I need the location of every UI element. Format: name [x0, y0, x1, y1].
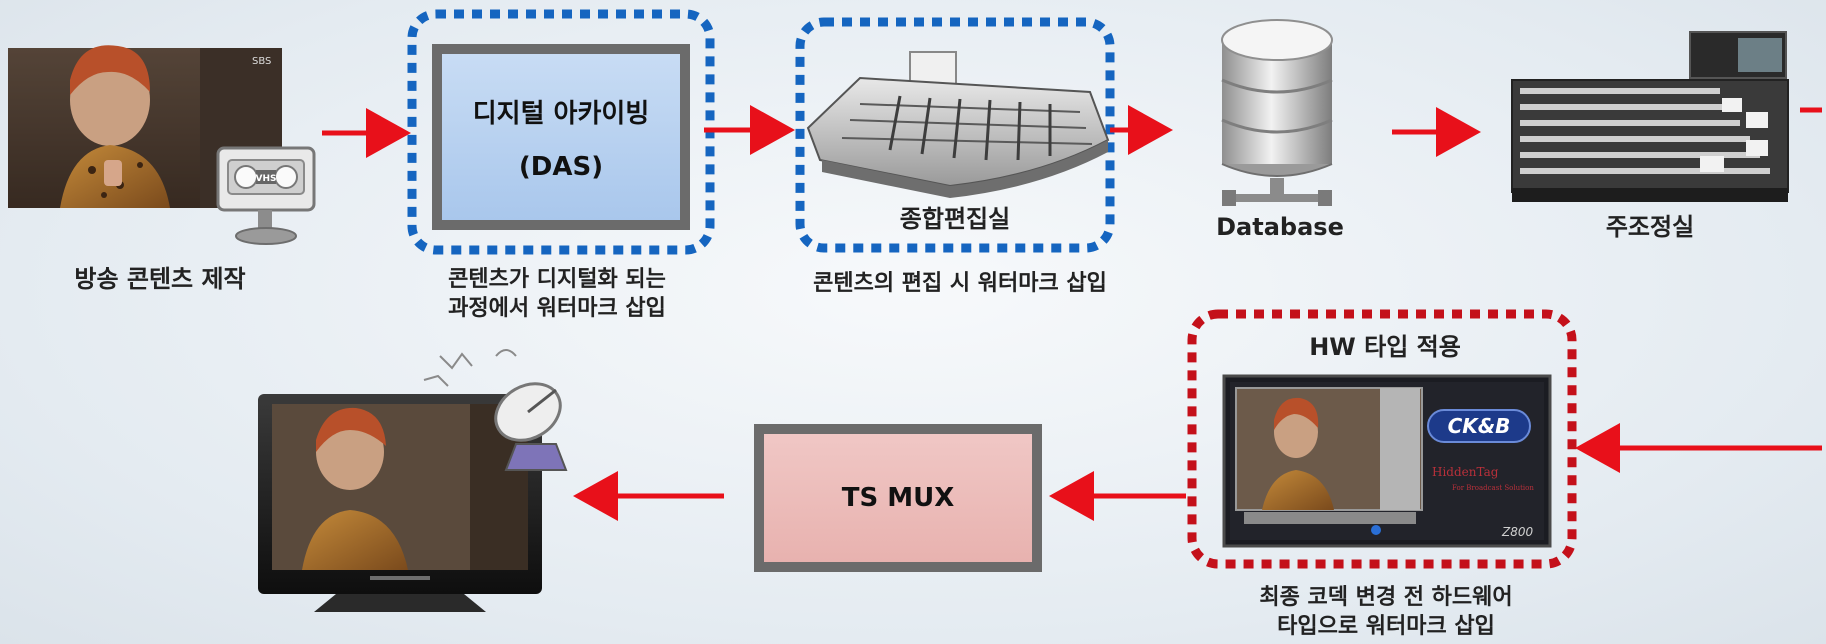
sbs-logo-text: SBS	[252, 56, 271, 67]
hiddentag-text: HiddenTag	[1432, 465, 1499, 479]
database-label: Database	[1216, 213, 1344, 241]
hw-caption-line2: 타입으로 워터마크 삽입	[1277, 613, 1495, 639]
broadcast-content-image: SBS	[8, 45, 282, 208]
das-caption-line1: 콘텐츠가 디지털화 되는	[448, 267, 666, 292]
editing-caption: 콘텐츠의 편집 시 워터마크 삽입	[813, 271, 1107, 296]
master-control-label: 주조정실	[1605, 213, 1695, 241]
das-caption: 콘텐츠가 디지털화 되는 과정에서 워터마크 삽입	[392, 266, 722, 323]
hw-caption: 최종 코덱 변경 전 하드웨어 타입으로 워터마크 삽입	[1196, 584, 1576, 641]
ts-mux-label: TS MUX	[841, 483, 955, 513]
satellite-dish-icon	[423, 349, 568, 471]
das-caption-line2: 과정에서 워터마크 삽입	[448, 295, 666, 321]
mixing-console-icon	[806, 51, 1110, 198]
das-title-line1: 디지털 아카이빙	[472, 98, 650, 129]
das-box: 디지털 아카이빙 (DAS)	[432, 44, 690, 230]
hiddentag-sub-text: For Broadcast Solution	[1452, 484, 1534, 492]
vhs-tape-icon: VHS	[216, 146, 316, 245]
tv-monitor-icon	[258, 394, 542, 612]
hw-caption-line1: 최종 코덱 변경 전 하드웨어	[1259, 585, 1513, 610]
hiddentag-hardware-device: CK&B HiddenTag For Broadcast Solution Z8…	[1222, 374, 1552, 548]
broadcast-label: 방송 콘텐츠 제작	[74, 265, 246, 293]
broadcast-switcher-icon	[1511, 31, 1789, 202]
database-icon	[1221, 19, 1333, 206]
das-title-line2: (DAS)	[518, 151, 604, 182]
vhs-label: VHS	[256, 174, 277, 184]
hw-title: HW 타입 적용	[1309, 333, 1461, 361]
flow-arrows	[322, 105, 1822, 521]
ts-mux-box: TS MUX	[754, 424, 1042, 572]
ckb-brand-text: CK&B	[1448, 414, 1511, 438]
editing-dashed-frame	[795, 17, 1115, 253]
hw-dashed-frame	[1187, 309, 1577, 569]
editing-label: 종합편집실	[899, 205, 1011, 233]
z800-model-text: Z800	[1501, 525, 1533, 539]
